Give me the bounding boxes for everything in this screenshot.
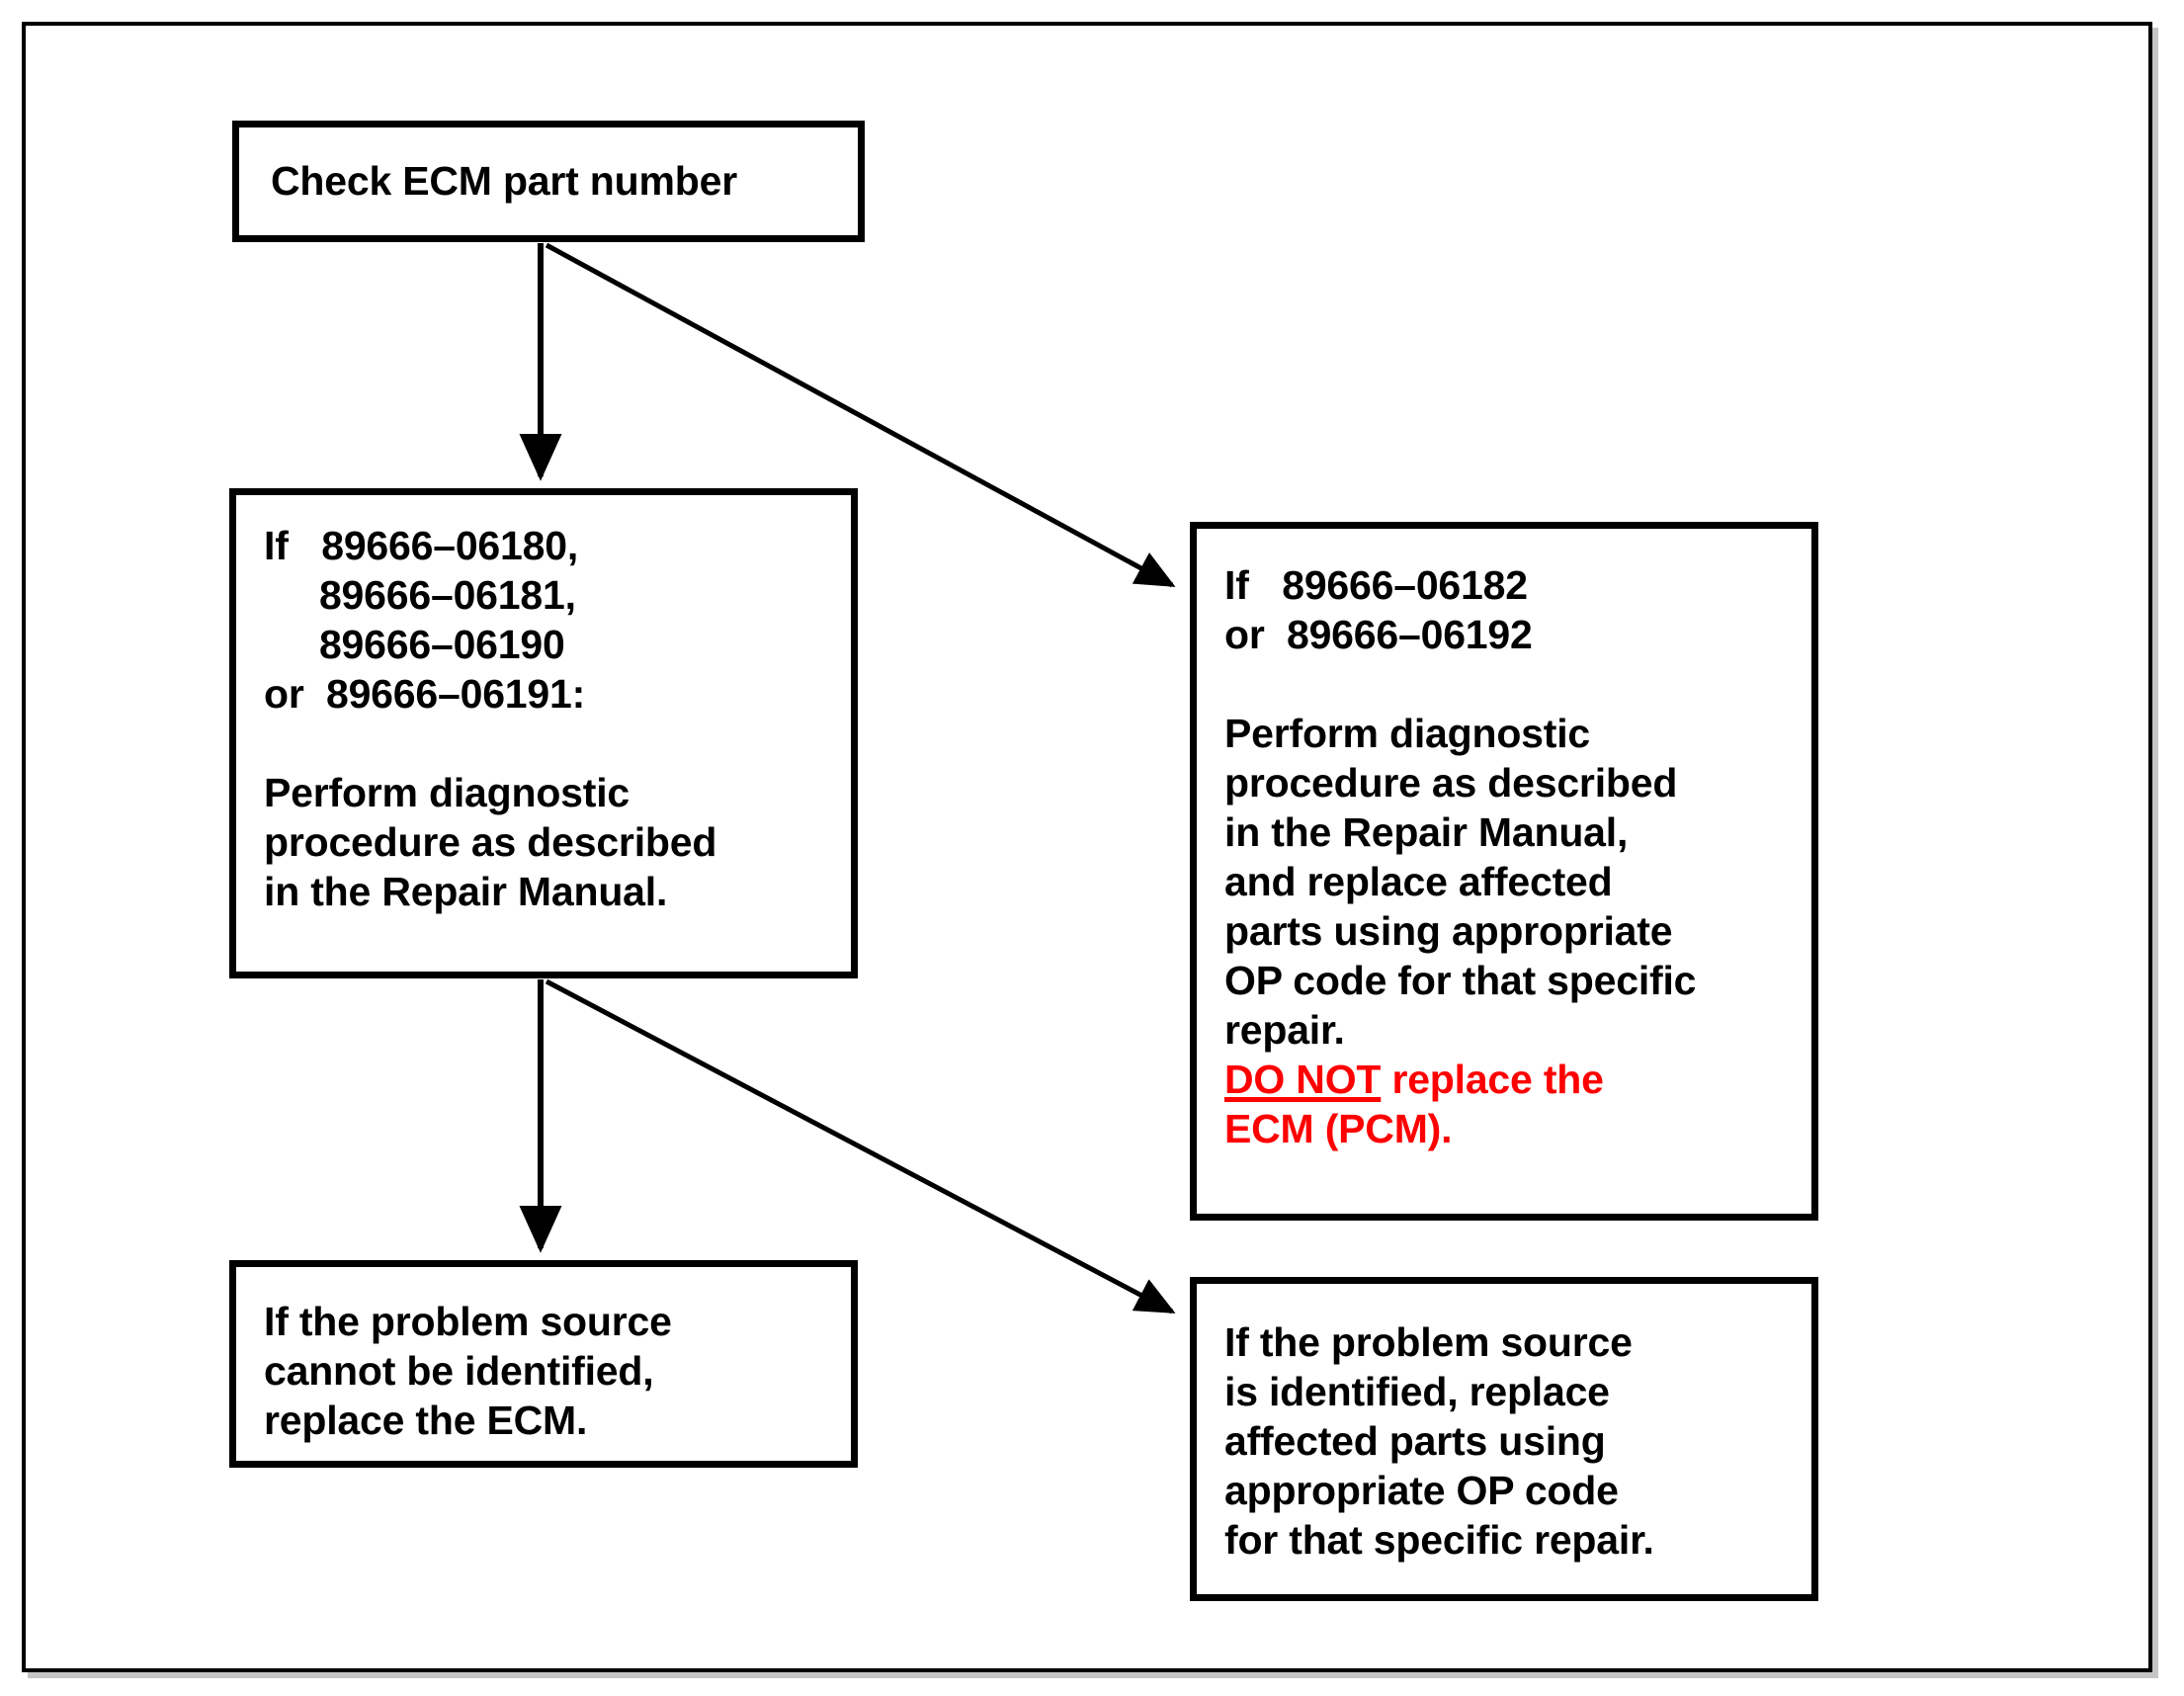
node-left-parts-spacer	[264, 719, 851, 768]
node-bottom-right-line-3: affected parts using	[1224, 1418, 1606, 1465]
node-right-parts-warning-line-2: ECM (PCM).	[1224, 1106, 1453, 1152]
node-left-parts-line-8: in the Repair Manual.	[264, 869, 668, 915]
warning-emphasis: DO NOT	[1224, 1057, 1382, 1103]
node-left-parts-line-2: 89666–06181,	[264, 572, 576, 619]
node-right-parts-line-4: Perform diagnostic	[1224, 711, 1591, 757]
node-right-parts-line-1: If 89666–06182	[1224, 562, 1528, 608]
node-right-parts-line-5: procedure as described	[1224, 760, 1678, 806]
node-right-parts-line-6: in the Repair Manual,	[1224, 809, 1629, 856]
node-check-ecm-part-number: Check ECM part number	[232, 121, 865, 242]
node-outcome-replace-ecm: If the problem source cannot be identifi…	[229, 1260, 858, 1468]
node-right-parts-line-9: OP code for that specific	[1224, 958, 1697, 1004]
node-right-parts-line-8: parts using appropriate	[1224, 908, 1673, 955]
node-bottom-right-line-1: If the problem source	[1224, 1319, 1633, 1365]
node-bottom-right-line-5: for that specific repair.	[1224, 1517, 1654, 1564]
node-bottom-right-line-2: is identified, replace	[1224, 1369, 1610, 1415]
node-right-parts-warning-line-1: DO NOT replace the	[1224, 1055, 1811, 1104]
node-left-parts-line-6: Perform diagnostic	[264, 770, 630, 816]
node-bottom-left-line-2: cannot be identified,	[264, 1348, 654, 1395]
node-bottom-left-line-3: replace the ECM.	[264, 1398, 588, 1444]
node-left-parts-line-1: If 89666–06180,	[264, 523, 579, 568]
node-outcome-replace-affected-parts: If the problem source is identified, rep…	[1190, 1277, 1818, 1601]
node-right-part-numbers: If 89666–06182 or 89666–06192 Perform di…	[1190, 522, 1818, 1221]
node-bottom-left-line-1: If the problem source	[264, 1299, 672, 1344]
node-check-label: Check ECM part number	[271, 158, 737, 205]
node-left-parts-line-7: procedure as described	[264, 819, 717, 866]
node-right-parts-line-10: repair.	[1224, 1007, 1345, 1054]
node-bottom-right-line-4: appropriate OP code	[1224, 1468, 1619, 1514]
node-right-parts-line-7: and replace affected	[1224, 859, 1613, 905]
node-left-parts-line-3: 89666–06190	[264, 622, 565, 668]
warning-rest: replace the	[1381, 1057, 1604, 1103]
node-right-parts-line-2: or 89666–06192	[1224, 612, 1533, 658]
node-left-part-numbers: If 89666–06180, 89666–06181, 89666–06190…	[229, 488, 858, 978]
node-left-parts-line-4: or 89666–06191:	[264, 671, 586, 718]
node-right-parts-spacer	[1224, 659, 1811, 709]
